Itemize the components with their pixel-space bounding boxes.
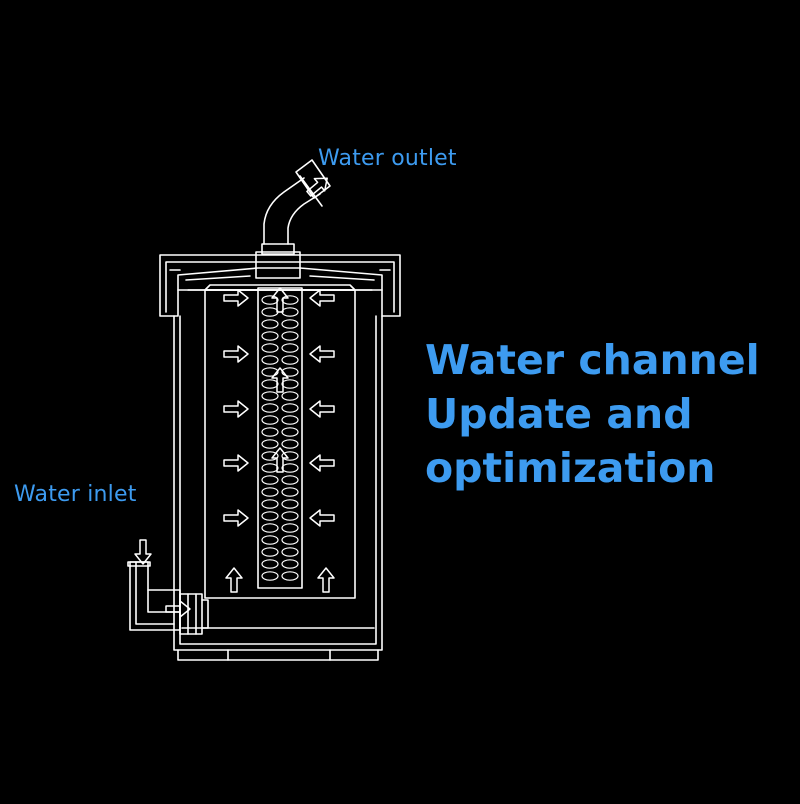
center-tube-perforations	[261, 295, 299, 581]
tube-hole	[281, 463, 299, 473]
tube-hole	[261, 511, 279, 521]
tube-hole	[261, 523, 279, 533]
headline: Water channel Update and optimization	[425, 333, 760, 495]
tube-hole	[261, 535, 279, 545]
tube-hole	[281, 523, 299, 533]
tube-hole	[261, 547, 279, 557]
tube-hole	[261, 475, 279, 485]
flow-arrow-icon	[309, 509, 335, 527]
tube-hole	[281, 559, 299, 569]
flow-arrow-icon	[223, 509, 249, 527]
flow-arrow-icon	[309, 345, 335, 363]
tube-hole	[281, 307, 299, 317]
tube-hole	[281, 487, 299, 497]
tube-hole	[261, 571, 279, 581]
tube-hole	[281, 511, 299, 521]
tube-hole	[261, 415, 279, 425]
tube-hole	[261, 367, 279, 377]
tube-hole	[261, 319, 279, 329]
tube-hole	[281, 427, 299, 437]
water-inlet-label: Water inlet	[14, 482, 137, 507]
tube-hole	[261, 295, 279, 305]
headline-line-2: Update and	[425, 390, 693, 438]
water-outlet-label: Water outlet	[318, 146, 457, 171]
flow-arrows	[134, 177, 335, 618]
tube-hole	[261, 559, 279, 569]
flow-arrow-icon	[309, 454, 335, 472]
flow-arrow-icon	[306, 177, 328, 197]
tube-hole	[281, 547, 299, 557]
flow-arrow-icon	[223, 400, 249, 418]
flow-arrow-icon	[317, 567, 335, 593]
tube-hole	[281, 451, 299, 461]
tube-hole	[261, 427, 279, 437]
tube-hole	[281, 415, 299, 425]
tube-hole	[261, 343, 279, 353]
tube-hole	[281, 295, 299, 305]
headline-line-1: Water channel	[425, 336, 760, 384]
flow-arrow-icon	[271, 287, 289, 313]
flow-arrow-icon	[223, 345, 249, 363]
tube-hole	[281, 439, 299, 449]
filter-media	[204, 284, 356, 599]
tube-hole	[261, 451, 279, 461]
tube-hole	[281, 379, 299, 389]
tube-hole	[281, 391, 299, 401]
tube-hole	[261, 487, 279, 497]
tube-hole	[281, 367, 299, 377]
tube-hole	[281, 571, 299, 581]
tube-hole	[261, 331, 279, 341]
tube-hole	[261, 391, 279, 401]
headline-line-3: optimization	[425, 444, 716, 492]
flow-arrow-icon	[223, 454, 249, 472]
flow-arrow-icon	[225, 567, 243, 593]
outlet-pipe	[255, 159, 331, 279]
tube-hole	[281, 355, 299, 365]
tube-hole	[281, 475, 299, 485]
flow-arrow-icon	[309, 400, 335, 418]
tube-hole	[281, 319, 299, 329]
tube-hole	[281, 535, 299, 545]
tube-hole	[281, 499, 299, 509]
tube-hole	[261, 355, 279, 365]
flow-arrow-icon	[165, 600, 191, 618]
inlet-elbow	[127, 561, 209, 635]
flow-arrow-icon	[223, 289, 249, 307]
tube-hole	[281, 403, 299, 413]
flow-arrow-icon	[271, 447, 289, 473]
tube-hole	[261, 499, 279, 509]
tube-hole	[281, 343, 299, 353]
tube-hole	[281, 331, 299, 341]
flow-arrow-icon	[309, 289, 335, 307]
tube-hole	[261, 403, 279, 413]
tube-hole	[261, 439, 279, 449]
tube-hole	[261, 379, 279, 389]
tube-hole	[261, 307, 279, 317]
tube-hole	[261, 463, 279, 473]
flow-arrow-icon	[134, 539, 152, 565]
flow-arrow-icon	[271, 367, 289, 393]
